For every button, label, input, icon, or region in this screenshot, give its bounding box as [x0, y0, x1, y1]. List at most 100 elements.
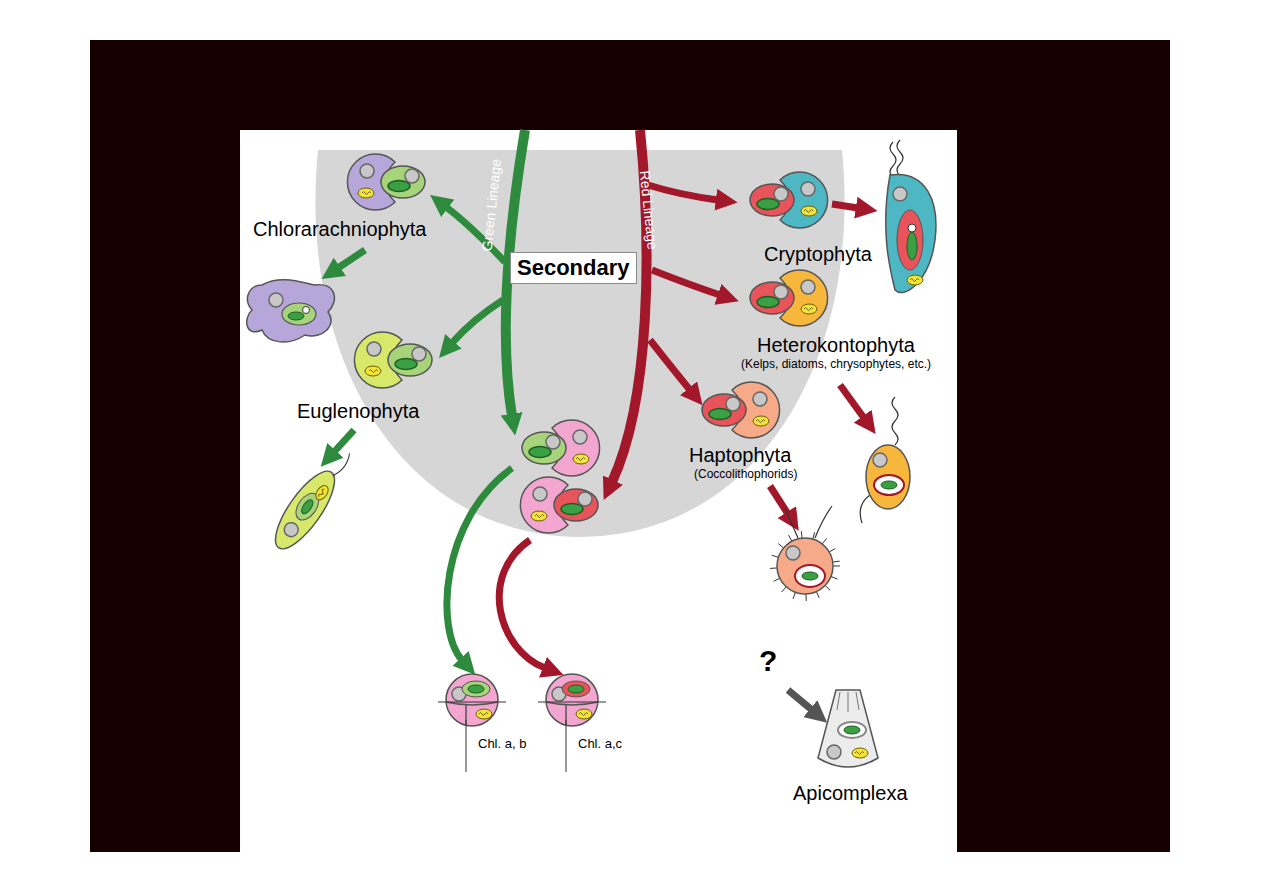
illustration-part [786, 546, 800, 560]
red-arrow [499, 540, 545, 668]
title-box: Secondary [510, 252, 637, 284]
illustration-part [789, 535, 792, 541]
illustration-part [538, 674, 606, 772]
illustration-part [833, 566, 840, 567]
illustration-part [795, 565, 825, 587]
red-alga [750, 282, 794, 314]
illustration-part [247, 280, 335, 342]
illustration-part [833, 561, 840, 563]
illustration-part [829, 549, 835, 553]
green-arrow [452, 300, 503, 343]
illustration-part [793, 592, 795, 599]
illustration-part [281, 520, 300, 539]
red-arrow [652, 270, 720, 295]
illustration-part [860, 495, 870, 523]
red-arrow [840, 385, 864, 418]
dinoflagellate-cell [438, 674, 506, 772]
illustration-part [333, 453, 353, 478]
illustration-part [892, 397, 898, 445]
illustration-part [886, 174, 936, 292]
dinoflagellate-cell [538, 674, 606, 772]
taxon-note: (Kelps, diatoms, chrysophytes, etc.) [741, 358, 931, 372]
illustration-part [816, 592, 819, 598]
illustration-part [805, 594, 806, 601]
illustration-part [778, 544, 783, 548]
illustration-part [897, 210, 923, 270]
illustration-part [801, 531, 803, 538]
illustration-part [282, 303, 316, 325]
illustration-part [562, 681, 590, 697]
red-arrow [650, 340, 690, 390]
illustration-part [266, 463, 345, 557]
illustration-part [772, 555, 779, 557]
taxon-label: Euglenophyta [297, 400, 419, 423]
illustration-part [818, 690, 878, 767]
illustration-part [908, 224, 916, 232]
illustration-part [822, 538, 826, 544]
pigment-label: Chl. a, b [478, 737, 526, 752]
grey-arrow [788, 690, 812, 710]
amoeba-cell [247, 280, 335, 342]
white-panel [240, 130, 957, 852]
green-alga [381, 166, 425, 198]
taxon-note: (Coccolithophorids) [694, 468, 797, 482]
question-mark: ? [759, 644, 777, 679]
heterokont-cell [860, 397, 910, 523]
illustration-part [774, 578, 780, 581]
illustration-part [770, 531, 840, 601]
illustration-part [837, 692, 859, 712]
box-text: Secondary [517, 255, 630, 280]
illustration-part [568, 685, 584, 693]
illustration-part [827, 745, 841, 759]
apicomplexan-cell [818, 690, 878, 767]
illustration-part [907, 232, 917, 260]
red-arrow [648, 185, 718, 200]
illustration-part [873, 453, 887, 467]
red-alga [702, 394, 746, 426]
taxon-label: Haptophyta [689, 444, 791, 467]
red-arrow [832, 204, 858, 208]
haptophyte-cell [770, 506, 840, 601]
illustration-part [907, 275, 923, 285]
illustration-part [313, 483, 330, 502]
illustration-part [890, 142, 896, 178]
illustration-part [770, 567, 777, 568]
illustration-part [303, 307, 310, 314]
red-alga [554, 489, 598, 521]
euglena-cell [266, 442, 360, 557]
red-alga [750, 184, 794, 216]
green-alga [388, 344, 432, 376]
green-arrow [334, 430, 354, 452]
illustration-part [802, 572, 818, 580]
taxon-label: Cryptophyta [764, 243, 872, 266]
illustration-part [831, 576, 837, 579]
taxon-label: Heterokontophyta [757, 334, 915, 357]
illustration-part [825, 585, 830, 590]
dark-frame [90, 40, 1170, 852]
taxon-label: Chlorarachniophyta [253, 218, 426, 241]
illustration-part [881, 481, 897, 489]
pigment-label: Chl. a,c [578, 737, 622, 752]
green-arrow [447, 468, 512, 660]
green-arrow [338, 250, 365, 268]
green-alga [522, 432, 566, 464]
taxon-label: Apicomplexa [793, 782, 908, 805]
illustration-part [813, 532, 815, 539]
illustration-part [893, 187, 907, 201]
illustration-part [785, 508, 798, 538]
illustration-part [777, 538, 833, 594]
illustration-part [844, 726, 860, 734]
illustration-part [438, 674, 506, 772]
illustration-part [852, 748, 868, 758]
illustration-part [288, 312, 304, 320]
illustration-part [462, 681, 490, 697]
illustration-part [897, 140, 903, 176]
illustration-part [874, 475, 904, 495]
illustration-part [815, 506, 832, 538]
illustration-part [269, 293, 283, 307]
illustration-part [866, 445, 910, 509]
cryptomonad-cell [886, 140, 936, 293]
illustration-part [299, 498, 315, 516]
illustration-part [782, 587, 787, 592]
